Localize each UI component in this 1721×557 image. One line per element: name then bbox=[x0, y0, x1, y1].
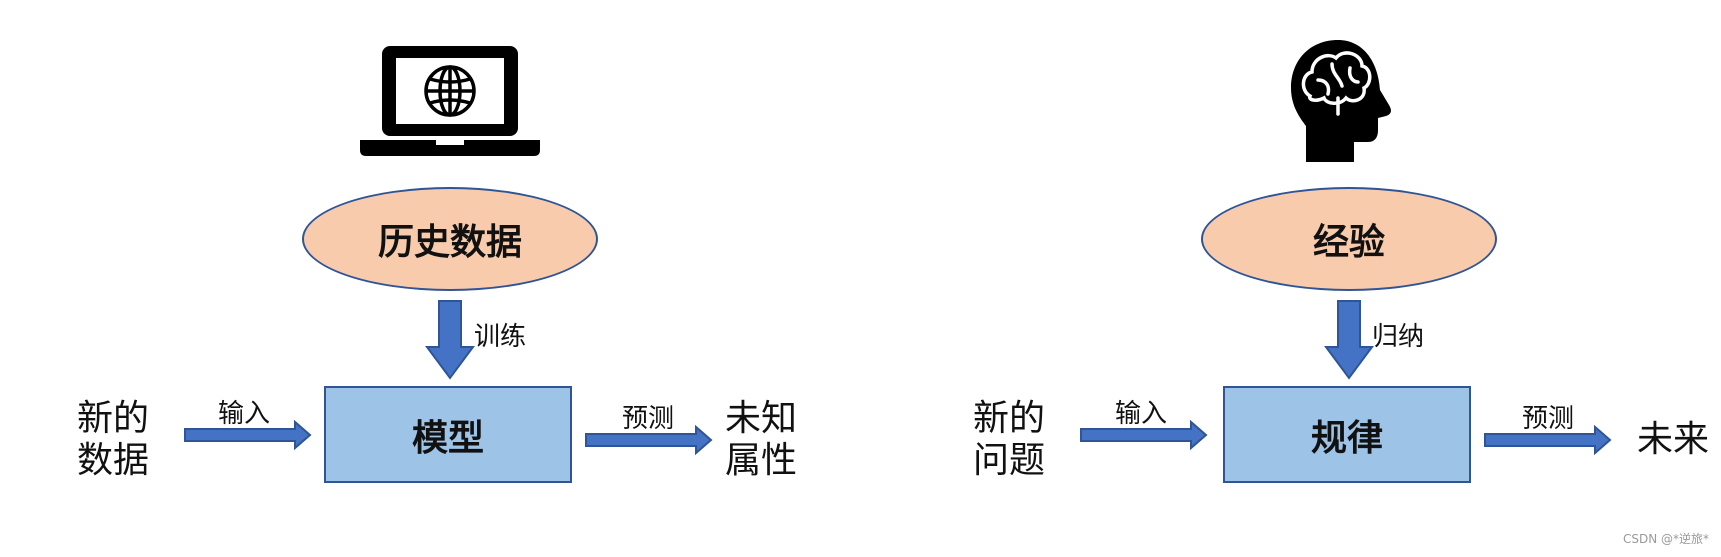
rule-box: 规律 bbox=[1223, 386, 1471, 483]
input-arrow bbox=[1080, 419, 1208, 451]
new-data-line1: 新的 bbox=[77, 398, 150, 439]
box-label: 模型 bbox=[411, 417, 484, 459]
head-brain-icon bbox=[1291, 40, 1391, 162]
new-data-line2: 数据 bbox=[77, 440, 150, 481]
model-box: 模型 bbox=[324, 386, 572, 483]
box-label: 规律 bbox=[1310, 417, 1383, 459]
ellipse-label: 经验 bbox=[1312, 222, 1385, 263]
new-problem-line1: 新的 bbox=[973, 398, 1046, 439]
predict-label: 预测 bbox=[1522, 404, 1575, 434]
future-label: 未来 bbox=[1637, 419, 1710, 460]
induce-label: 归纳 bbox=[1372, 322, 1425, 352]
predict-label: 预测 bbox=[622, 404, 675, 434]
ellipse-label: 历史数据 bbox=[377, 222, 522, 263]
experience-ellipse: 经验 bbox=[1201, 187, 1497, 291]
induce-arrow bbox=[1324, 300, 1374, 380]
predict-arrow bbox=[1484, 424, 1612, 456]
predict-arrow bbox=[585, 424, 713, 456]
train-arrow bbox=[425, 300, 475, 380]
unknown-attribute-line1: 未知 bbox=[725, 398, 798, 439]
new-problem-line2: 问题 bbox=[973, 440, 1046, 481]
laptop-globe-icon bbox=[360, 46, 540, 156]
watermark: CSDN @*逆旅* bbox=[1622, 532, 1709, 546]
input-label: 输入 bbox=[1115, 399, 1168, 429]
historical-data-ellipse: 历史数据 bbox=[302, 187, 598, 291]
input-label: 输入 bbox=[218, 399, 271, 429]
input-arrow bbox=[184, 419, 312, 451]
train-label: 训练 bbox=[474, 322, 527, 352]
unknown-attribute-line2: 属性 bbox=[725, 440, 798, 481]
